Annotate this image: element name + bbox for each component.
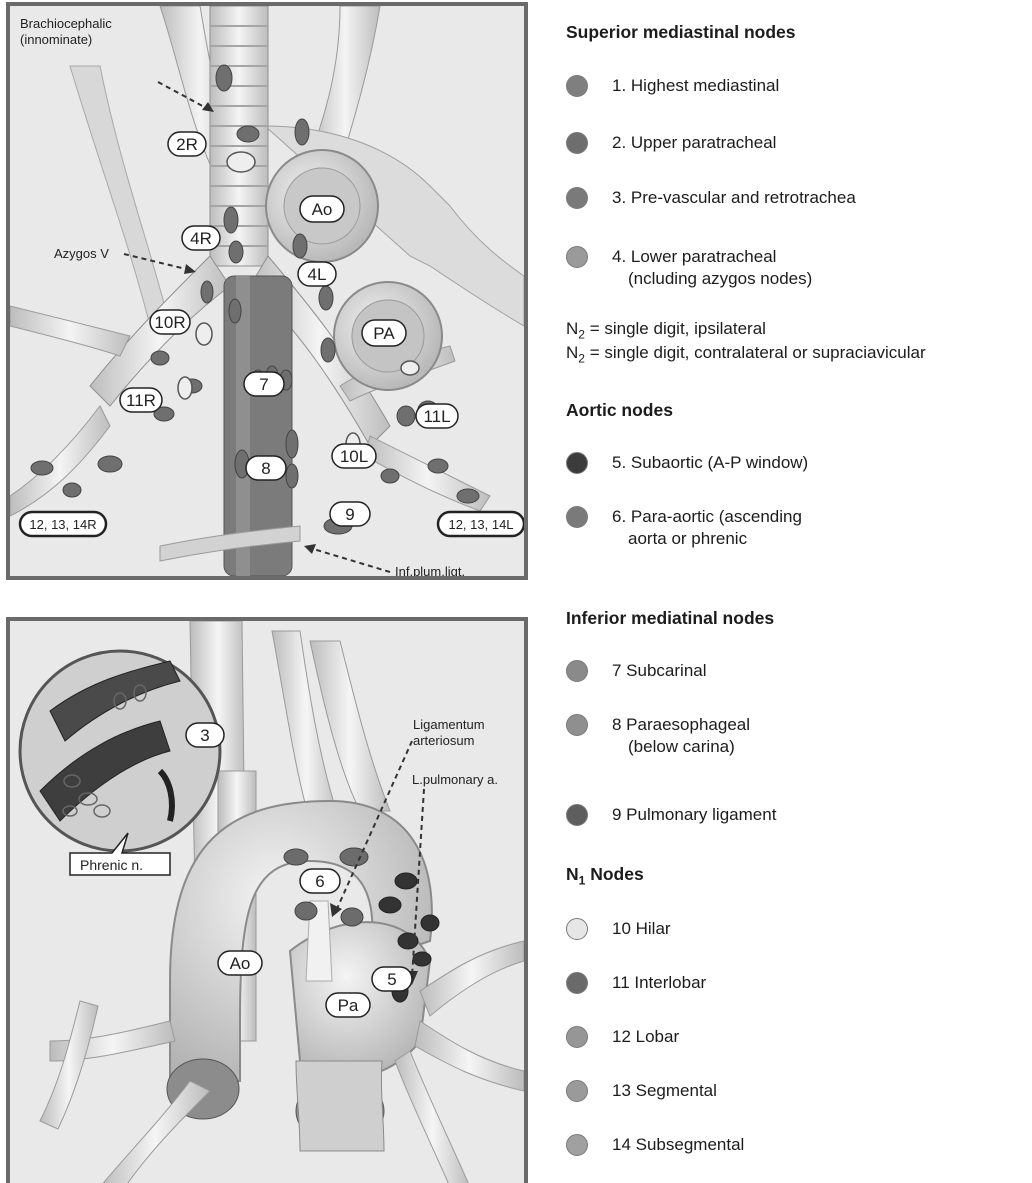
node-label-5: 5 [387, 970, 396, 989]
legend-item-label: 8 Paraesophageal [612, 714, 750, 736]
n2-prefix: N [566, 343, 578, 362]
n2-note-contralateral: N2 = single digit, contralateral or supr… [566, 342, 926, 369]
left-pulmonary-artery-label: L.pulmonary a. [412, 772, 498, 787]
legend-item-label: 9 Pulmonary ligament [612, 804, 776, 826]
legend-item-label: 13 Segmental [612, 1080, 717, 1102]
legend-swatch [566, 972, 588, 994]
mediastinal-nodes-anterior-diagram: Brachiocephalic (innominate) Azygos V In… [6, 2, 528, 580]
legend-item-sublabel: aorta or phrenic [628, 528, 747, 550]
superior-nodes-title: Superior mediastinal nodes [566, 22, 796, 43]
legend-item-label: 10 Hilar [612, 918, 671, 940]
node-label-11r: 11R [126, 391, 156, 410]
n2-text: = single digit, contralateral or supraci… [585, 343, 926, 362]
n1-title-rest: Nodes [585, 864, 643, 884]
legend-item-label: 14 Subsegmental [612, 1134, 744, 1156]
legend-swatch [566, 1134, 588, 1156]
n1-prefix: N [566, 864, 579, 884]
node-label-12-13-14l: 12, 13, 14L [448, 517, 513, 532]
legend-item-sublabel: (ncluding azygos nodes) [628, 268, 812, 290]
legend-swatch [566, 714, 588, 736]
innominate-label: (innominate) [20, 32, 92, 47]
brachiocephalic-label: Brachiocephalic [20, 16, 112, 31]
ligamentum-label: Ligamentum [413, 717, 485, 732]
legend-item-label: 7 Subcarinal [612, 660, 707, 682]
legend-swatch [566, 1026, 588, 1048]
node-label-7: 7 [259, 375, 268, 394]
legend-item-label: 3. Pre-vascular and retrotrachea [612, 187, 856, 209]
legend-swatch [566, 75, 588, 97]
inferior-nodes-title: Inferior mediatinal nodes [566, 608, 774, 629]
inf-pulmonary-ligament-label: Inf.plum,ligt. [395, 564, 465, 576]
phrenic-nerve-label: Phrenic n. [80, 857, 143, 873]
legend-swatch [566, 132, 588, 154]
arteriosum-label: arteriosum [413, 733, 474, 748]
n2-subscript: 2 [578, 351, 585, 365]
legend-item-label: 4. Lower paratracheal [612, 246, 776, 268]
aortic-nodes-diagram: Phrenic n. Ligamentum arteriosum L.pulmo… [6, 617, 528, 1183]
n2-subscript: 2 [578, 327, 585, 341]
legend-swatch [566, 804, 588, 826]
node-label-4r: 4R [190, 229, 212, 248]
node-label-3: 3 [200, 726, 209, 745]
node-label-11l: 11L [423, 407, 450, 426]
legend-swatch [566, 660, 588, 682]
node-label-9: 9 [345, 505, 354, 524]
pulmonary-artery-label: PA [373, 324, 395, 343]
legend-item-label: 5. Subaortic (A-P window) [612, 452, 808, 474]
legend-swatch [566, 452, 588, 474]
n2-prefix: N [566, 319, 578, 338]
top-diagram-svg: Brachiocephalic (innominate) Azygos V In… [10, 6, 524, 576]
node-label-6: 6 [315, 872, 324, 891]
aortic-nodes-title: Aortic nodes [566, 400, 673, 421]
legend-swatch [566, 506, 588, 528]
legend-swatch [566, 1080, 588, 1102]
n2-text: = single digit, ipsilateral [585, 319, 766, 338]
legend-item-label: 1. Highest mediastinal [612, 75, 779, 97]
n1-nodes-title: N1 Nodes [566, 864, 644, 888]
node-label-2r: 2R [176, 135, 198, 154]
legend-item-label: 2. Upper paratracheal [612, 132, 776, 154]
node-label-4l: 4L [308, 265, 327, 284]
legend-item-label: 11 Interlobar [612, 972, 706, 994]
node-label-12-13-14r: 12, 13, 14R [29, 517, 96, 532]
node-label-8: 8 [261, 459, 270, 478]
legend-swatch [566, 918, 588, 940]
aorta-label: Ao [312, 200, 333, 219]
legend-swatch [566, 246, 588, 268]
bottom-diagram-svg: Phrenic n. Ligamentum arteriosum L.pulmo… [10, 621, 524, 1183]
azygos-label: Azygos V [54, 246, 109, 261]
pulmonary-artery-label-bottom: Pa [338, 996, 359, 1015]
legend-item-sublabel: (below carina) [628, 736, 735, 758]
legend-item-label: 6. Para-aortic (ascending [612, 506, 802, 528]
node-label-10r: 10R [154, 313, 185, 332]
legend-swatch [566, 187, 588, 209]
aorta-label-bottom: Ao [230, 954, 251, 973]
legend-item-label: 12 Lobar [612, 1026, 679, 1048]
node-label-10l: 10L [340, 447, 368, 466]
